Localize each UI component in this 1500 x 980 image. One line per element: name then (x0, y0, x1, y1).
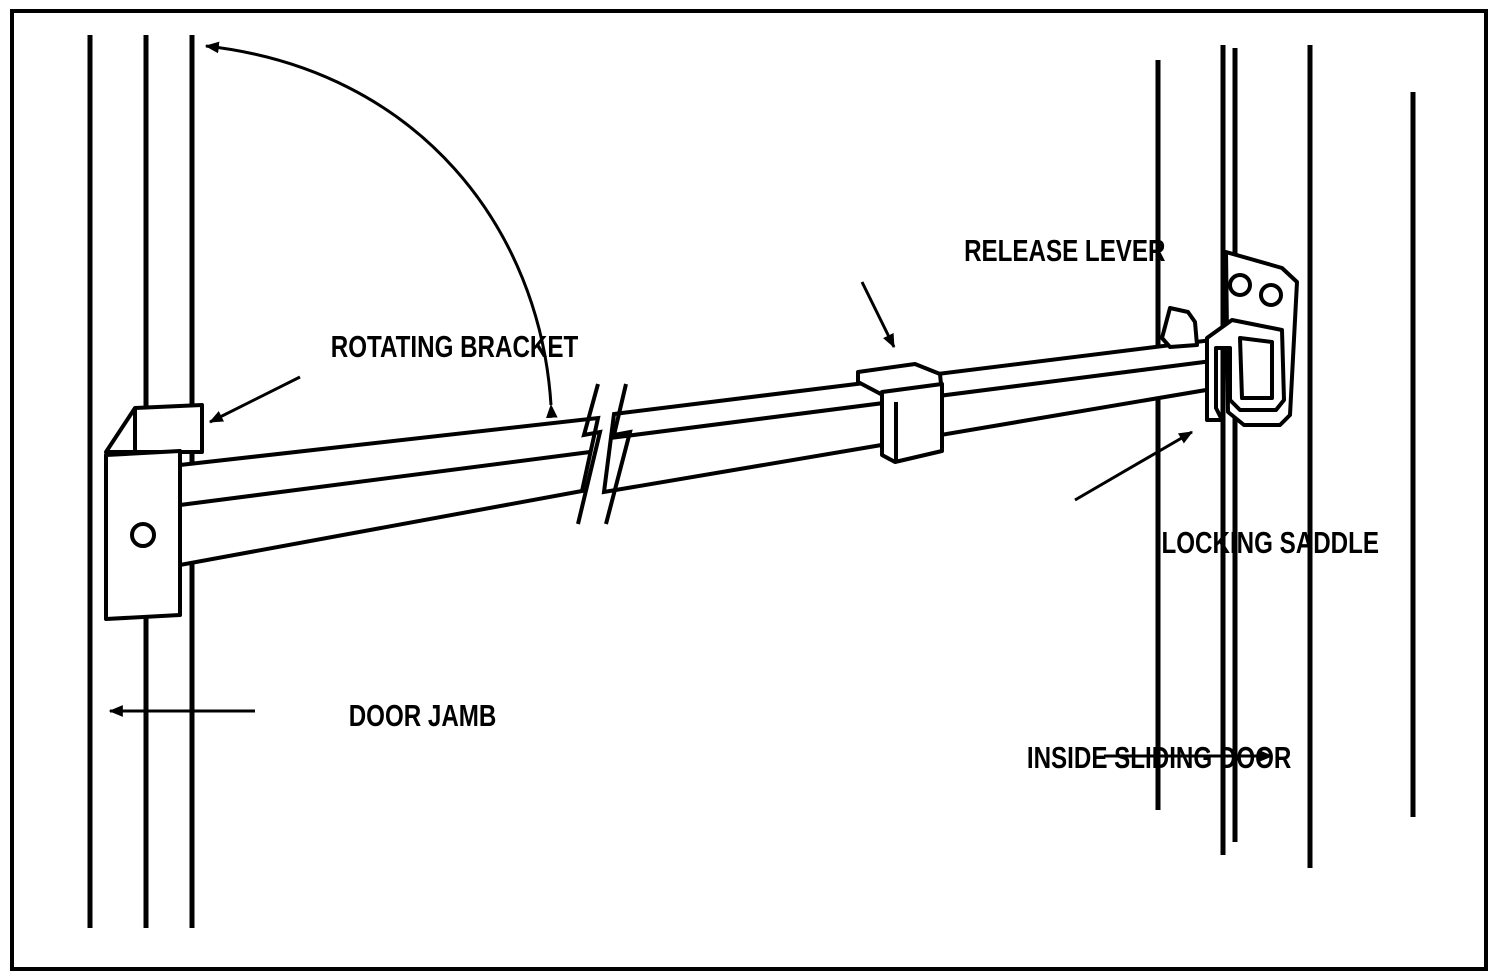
locking-saddle (1160, 250, 1299, 427)
screw-hole-icon (1228, 273, 1252, 297)
locking-saddle-label: LOCKING SADDLE (1161, 525, 1378, 560)
door-jamb-label: DOOR JAMB (349, 698, 497, 733)
rotating-bracket (104, 403, 204, 621)
sliding-door-lines (1155, 45, 1416, 868)
swing-arc-arrow (204, 41, 558, 419)
bar-break-symbol (576, 383, 633, 525)
rotating-bracket-label: ROTATING BRACKET (331, 329, 578, 364)
release-lever-label: RELEASE LEVER (964, 233, 1165, 268)
inside-sliding-door-label: INSIDE SLIDING DOOR (1027, 740, 1291, 775)
bracket-pivot-icon (130, 522, 156, 548)
release-lever (856, 362, 944, 464)
screw-hole-icon (1259, 283, 1283, 307)
leader-arrows (108, 281, 1274, 762)
